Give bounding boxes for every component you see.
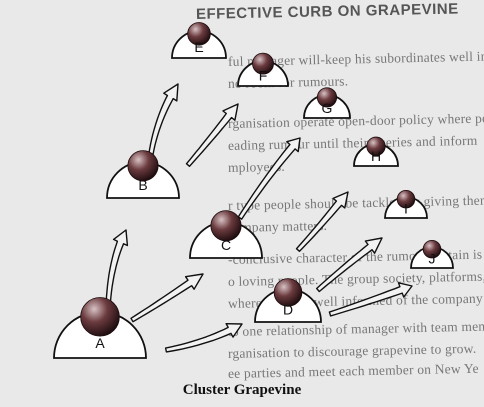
node-label: J	[429, 250, 436, 266]
person-head-icon	[187, 22, 211, 46]
person-head-icon	[80, 297, 120, 337]
person-head-icon	[366, 136, 386, 156]
node-label: E	[194, 39, 203, 55]
person-head-icon	[210, 210, 242, 242]
arrow-b-to-e	[147, 83, 179, 161]
node-b: B	[106, 150, 180, 199]
node-label: I	[404, 200, 408, 216]
node-e: E	[171, 22, 227, 59]
node-label: C	[221, 237, 231, 253]
person-head-icon	[273, 278, 303, 307]
node-label: B	[138, 177, 147, 193]
arrow-c-to-h	[295, 191, 349, 252]
arrow-a-to-b	[105, 229, 129, 309]
node-i: I	[384, 189, 428, 219]
node-label: D	[283, 302, 293, 318]
arrow-a-to-c	[130, 273, 204, 323]
person-head-icon	[396, 189, 416, 209]
nodes-layer: A B C D E F G H I J	[53, 22, 454, 359]
node-g: G	[303, 87, 351, 119]
node-label: H	[371, 148, 381, 164]
person-head-icon	[252, 52, 274, 75]
arrow-a-to-d	[164, 323, 243, 353]
arrow-b-to-f	[185, 103, 239, 167]
arrow-d-to-i	[316, 237, 383, 293]
node-a: A	[53, 297, 147, 359]
node-c: C	[189, 210, 263, 259]
arrow-c-to-g	[237, 137, 301, 220]
node-h: H	[353, 136, 399, 167]
node-label: F	[259, 68, 268, 84]
person-head-icon	[422, 239, 442, 259]
node-f: F	[237, 52, 289, 87]
node-label: A	[95, 335, 105, 351]
arrows-layer	[105, 83, 413, 353]
figure-caption: Cluster Grapevine	[182, 382, 302, 398]
node-d: D	[254, 278, 322, 323]
node-j: J	[410, 239, 454, 269]
node-label: G	[322, 100, 333, 116]
arrow-d-to-j	[328, 282, 413, 317]
person-head-icon	[127, 150, 159, 182]
person-head-icon	[316, 87, 338, 108]
